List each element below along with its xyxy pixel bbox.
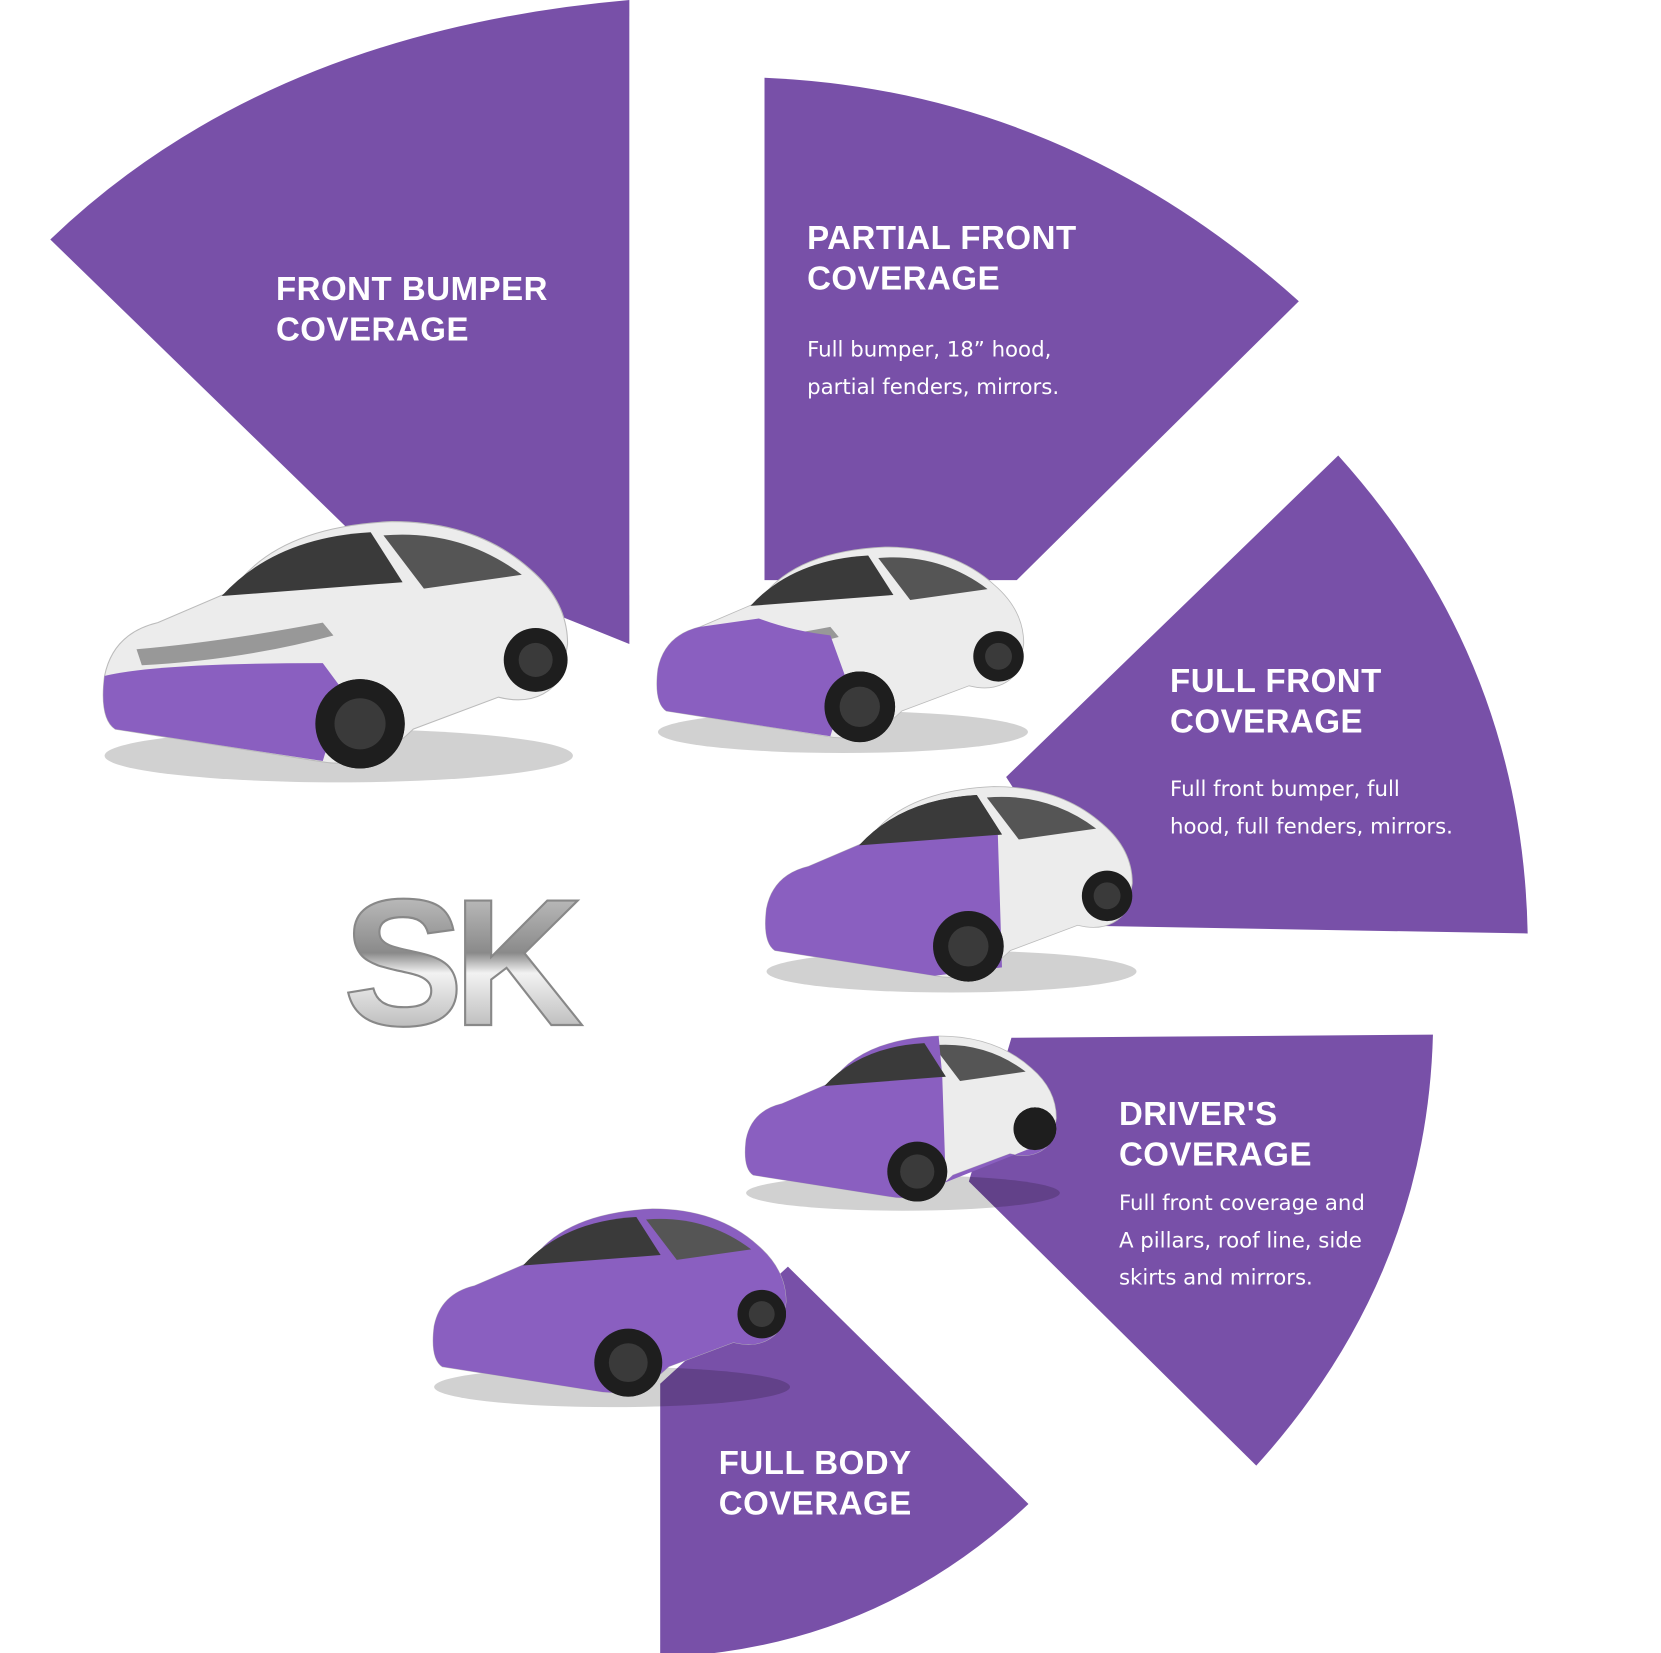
car-full-front <box>765 786 1137 993</box>
section-title: FULL BODY <box>719 1444 912 1481</box>
car-front-bumper <box>102 521 574 783</box>
section-title: FRONT BUMPER <box>276 270 548 307</box>
section-description: partial fenders, mirrors. <box>807 375 1059 400</box>
section-description: Full front coverage and <box>1119 1191 1365 1216</box>
wedge-full-front <box>1006 455 1528 934</box>
section-title: COVERAGE <box>1170 702 1363 739</box>
section-title: COVERAGE <box>807 260 1000 297</box>
section-description: hood, full fenders, mirrors. <box>1170 814 1453 839</box>
section-title: COVERAGE <box>1119 1136 1312 1173</box>
car-full-body <box>432 1208 791 1408</box>
sk-logo: SK <box>343 862 582 1064</box>
section-description: skirts and mirrors. <box>1119 1266 1313 1291</box>
wedge-front-bumper <box>50 0 630 644</box>
car-drivers <box>744 1035 1061 1212</box>
section-title: COVERAGE <box>276 311 469 348</box>
section-description: A pillars, roof line, side <box>1119 1228 1362 1253</box>
wedge-full-body <box>660 1266 1029 1653</box>
section-description: Full front bumper, full <box>1170 777 1400 802</box>
section-full-body: FULL BODY COVERAGE <box>719 1444 912 1521</box>
section-title: FULL FRONT <box>1170 662 1382 699</box>
section-title: COVERAGE <box>719 1485 912 1522</box>
wedge-partial-front <box>764 77 1299 581</box>
wedge-drivers <box>968 1034 1433 1466</box>
car-partial-front <box>656 546 1029 754</box>
section-title: PARTIAL FRONT <box>807 219 1077 256</box>
section-title: DRIVER'S <box>1119 1095 1278 1132</box>
section-full-front: FULL FRONT COVERAGE Full front bumper, f… <box>1170 662 1453 840</box>
section-description: Full bumper, 18” hood, <box>807 338 1051 363</box>
section-drivers: DRIVER'S COVERAGE Full front coverage an… <box>1119 1095 1365 1291</box>
section-partial-front: PARTIAL FRONT COVERAGE Full bumper, 18” … <box>807 219 1077 400</box>
section-front-bumper: FRONT BUMPER COVERAGE <box>276 270 548 347</box>
